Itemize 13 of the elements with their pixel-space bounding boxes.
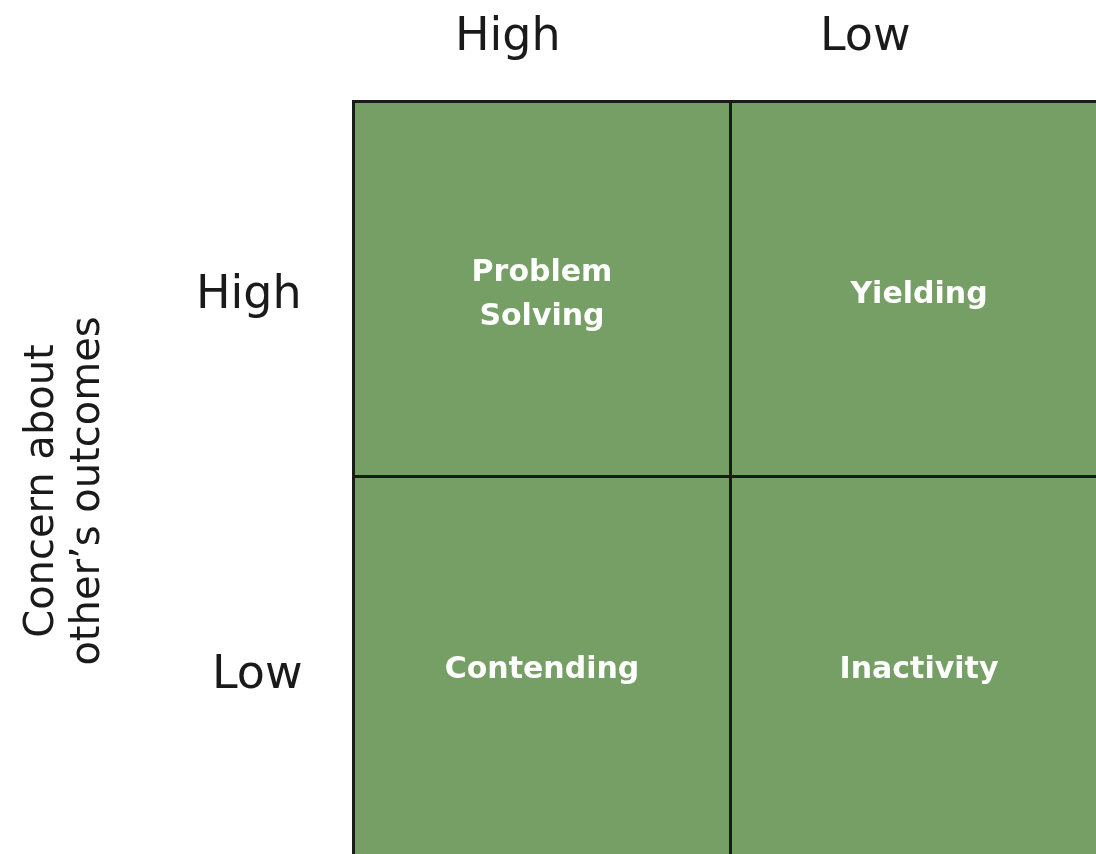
quadrant-label: Contending <box>443 649 641 687</box>
quadrant-cell <box>729 475 1096 854</box>
quadrant-label: Yielding <box>849 274 989 312</box>
axis-level-label: Low <box>820 8 911 60</box>
quadrant-cell <box>352 475 732 854</box>
quadrant-label: Problem Solving <box>470 252 614 334</box>
quadrant-label: Inactivity <box>838 649 1000 687</box>
axis-title: Concern about other’s outcomes <box>16 315 108 668</box>
axis-level-label: Low <box>212 646 303 698</box>
axis-level-label: High <box>455 8 561 60</box>
axis-level-label: High <box>196 266 302 318</box>
quadrant-cell <box>729 100 1096 478</box>
quadrant-cell <box>352 100 732 478</box>
